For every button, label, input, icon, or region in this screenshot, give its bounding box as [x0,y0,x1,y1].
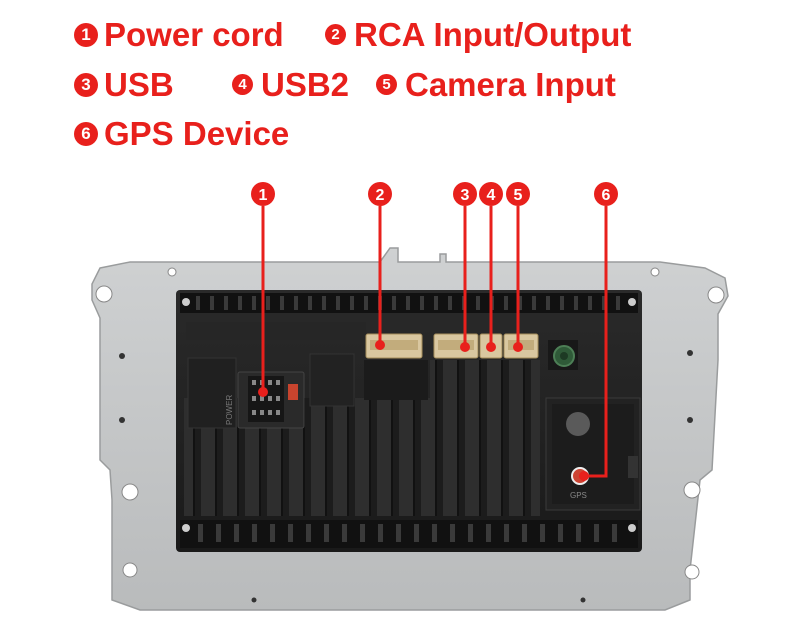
callout-4: 4 [487,187,496,204]
legend-number-3: 3 [74,72,98,97]
callout-badges: 1 2 3 4 5 6 [251,182,618,206]
callout-endpoints [258,340,589,481]
legend-label-rca: RCA Input/Output [354,16,632,53]
legend-number-2: 2 [325,24,346,45]
rca-connector [365,333,423,359]
callout-5: 5 [514,187,523,204]
legend-label-camera: Camera Input [405,66,616,103]
power-connector: POWER [225,371,305,429]
power-port-label: POWER [225,395,234,425]
usb-connector [433,333,479,359]
legend-rca: 2 RCA Input/Output [325,18,631,51]
legend-power-cord: 1 Power cord [74,18,284,51]
legend-camera: 5 Camera Input [376,68,616,101]
callout-2: 2 [376,187,385,204]
callout-6: 6 [602,187,611,204]
gps-panel: GPS [545,397,641,511]
legend-number-5: 5 [376,74,397,95]
callout-1: 1 [259,187,268,204]
legend-usb: 3 USB [74,68,174,101]
legend-usb2: 4 USB2 [232,68,349,101]
legend-number-1: 1 [74,22,98,47]
legend-number-4: 4 [232,74,253,95]
legend-label-usb2: USB2 [261,66,350,103]
callout-lines [261,206,608,478]
legend-label-gps: GPS Device [104,115,290,152]
antenna-jack [548,340,578,370]
legend-label-power-cord: Power cord [104,16,284,53]
callout-3: 3 [461,187,470,204]
gps-port-label: GPS [570,491,587,500]
legend-gps: 6 GPS Device [74,117,289,150]
legend-label-usb: USB [104,66,174,103]
legend-number-6: 6 [74,121,98,146]
